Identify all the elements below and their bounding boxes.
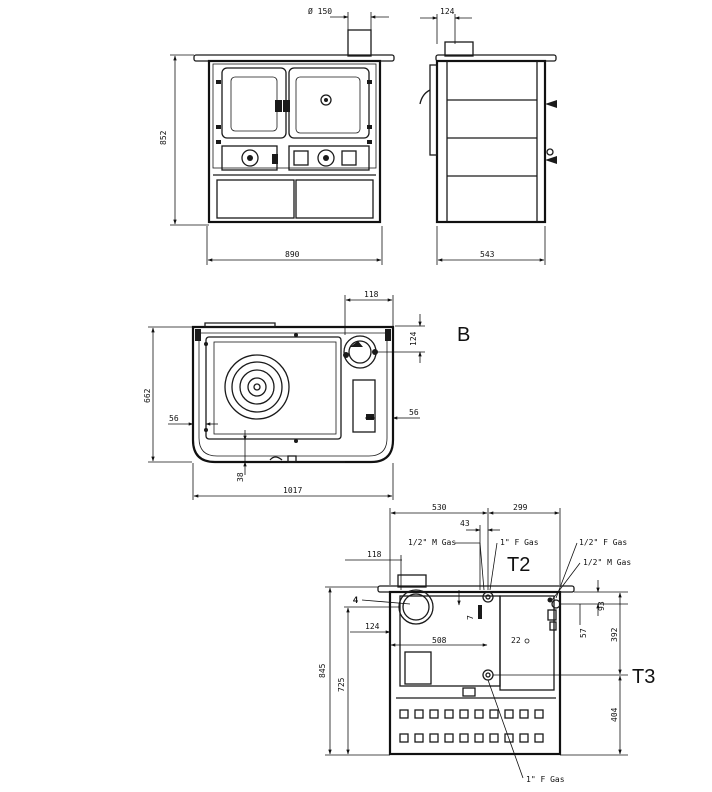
- side-handle-lower: [545, 156, 557, 164]
- rear-connector-right: [551, 599, 561, 609]
- rear-label-t2: T2: [507, 554, 530, 576]
- dim-rear-392: 392: [610, 627, 619, 642]
- label-gas-f-1in-top: 1" F Gas: [500, 538, 539, 547]
- dim-depth-543: 543: [480, 250, 495, 259]
- label-gas-m-right: 1/2" M Gas: [583, 558, 631, 567]
- dim-rear-22: 22: [511, 636, 521, 645]
- dim-rear-404: 404: [610, 707, 619, 722]
- top-view: B 118 124 662 56 56 38 1017: [143, 290, 470, 500]
- rear-vent-rows: [399, 709, 544, 743]
- side-body: [435, 59, 547, 224]
- dim-top-38: 38: [236, 472, 245, 482]
- dim-rear-43: 43: [460, 519, 470, 528]
- dim-rear-93: 93: [597, 601, 606, 611]
- dim-top-56-right: 56: [409, 408, 419, 417]
- front-thermometer: [320, 94, 332, 106]
- front-door-handle-right: [283, 100, 290, 112]
- front-body: [207, 59, 382, 224]
- top-warming-compartment: [352, 379, 376, 433]
- dim-top-1017: 1017: [283, 486, 302, 495]
- top-view-label-b: B: [457, 324, 470, 346]
- front-control-panel: [288, 145, 370, 171]
- dim-diameter-150: Ø 150: [308, 6, 332, 16]
- dim-width-890: 890: [285, 250, 300, 259]
- dim-rear-118: 118: [367, 550, 382, 559]
- front-drawer-right: [295, 179, 374, 219]
- dim-rear-508: 508: [432, 636, 447, 645]
- rear-body: [388, 590, 562, 756]
- front-oven-door-right: [288, 67, 370, 139]
- label-gas-m-left: 1/2" M Gas: [408, 538, 456, 547]
- label-gas-f-half: 1/2" F Gas: [579, 538, 627, 547]
- rear-label-t3: T3: [632, 666, 655, 688]
- dim-rear-7: 7: [466, 615, 475, 620]
- top-cooking-plate: [205, 336, 342, 440]
- top-outline: [191, 325, 395, 464]
- front-door-handle-left: [275, 100, 282, 112]
- dim-rear-725: 725: [337, 677, 346, 692]
- side-flue-pipe: [444, 41, 474, 57]
- dim-top-118: 118: [364, 290, 379, 299]
- rear-connector-t2: [482, 591, 494, 603]
- dim-height-852: 852: [159, 130, 168, 145]
- side-handle-upper: [545, 100, 557, 108]
- label-gas-f-1in-bottom: 1" F Gas: [526, 775, 565, 784]
- dim-side-124: 124: [440, 7, 455, 16]
- dim-rear-845: 845: [318, 663, 327, 678]
- rear-flue-outlet: [398, 589, 434, 625]
- dim-top-56-left: 56: [169, 414, 179, 423]
- side-back-bracket: [429, 64, 438, 156]
- top-hob-ring-outer: [224, 354, 290, 420]
- rear-water-tank: [499, 595, 555, 691]
- front-drawer-left: [216, 179, 295, 219]
- dim-top-662: 662: [143, 388, 152, 403]
- rear-flue-pipe: [397, 574, 427, 588]
- dim-rear-530: 530: [432, 503, 447, 512]
- rear-view: 530 299 43 1/2" M Gas 1" F Gas 1/2" F Ga…: [318, 503, 655, 784]
- side-view: 124 543: [419, 7, 557, 265]
- front-air-knob-right: [317, 149, 335, 167]
- front-view: Ø 150 852 890: [159, 6, 395, 265]
- rear-label-item-4: 4: [353, 595, 358, 605]
- rear-connector-t3: [482, 669, 494, 681]
- dim-rear-57: 57: [579, 628, 588, 638]
- front-flue-pipe: [347, 29, 372, 57]
- dim-rear-124: 124: [365, 622, 380, 631]
- dim-rear-299: 299: [513, 503, 528, 512]
- dim-top-124: 124: [409, 331, 418, 346]
- front-air-knob-left: [241, 149, 259, 167]
